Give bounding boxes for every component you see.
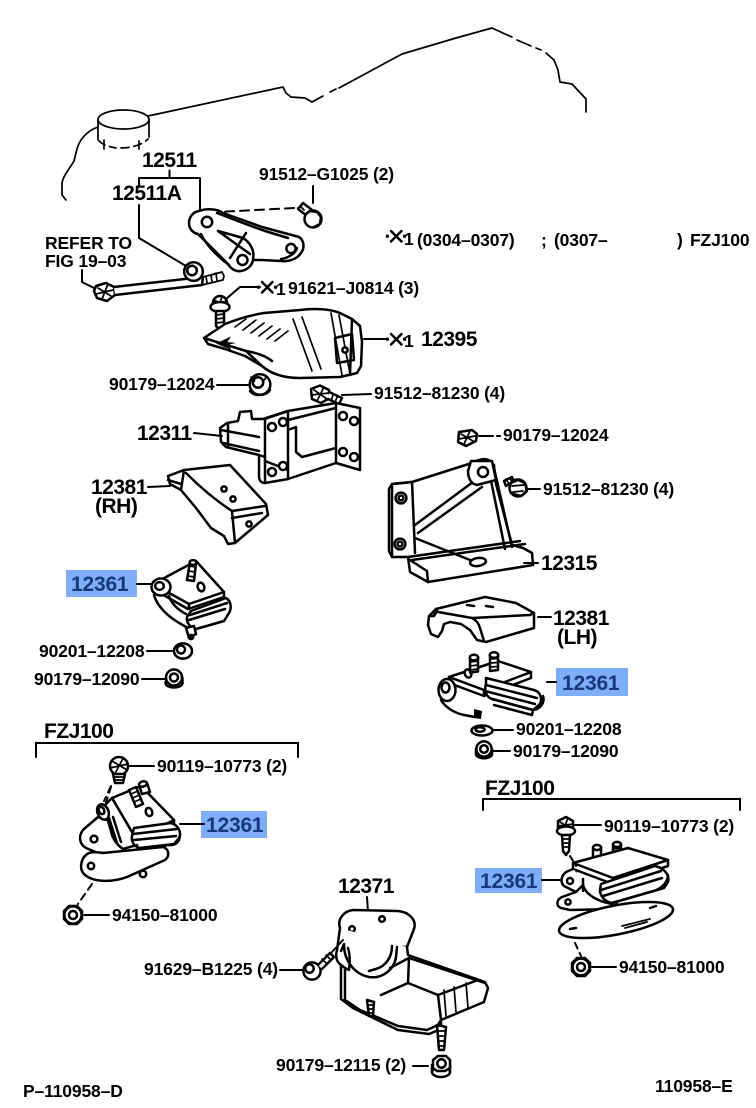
svg-text:91512–81230 (4): 91512–81230 (4) <box>374 383 505 403</box>
svg-text:12381: 12381 <box>91 476 148 499</box>
svg-text:1: 1 <box>404 331 414 351</box>
svg-text:12511A: 12511A <box>112 182 182 205</box>
svg-text:(LH): (LH) <box>557 626 597 649</box>
svg-text:90179–12115 (2): 90179–12115 (2) <box>276 1055 406 1075</box>
svg-text:90179–12024: 90179–12024 <box>503 425 609 445</box>
svg-text:FZJ100: FZJ100 <box>690 230 750 250</box>
svg-text:94150–81000: 94150–81000 <box>112 905 218 925</box>
svg-text:FZJ100: FZJ100 <box>44 720 113 743</box>
svg-text:(RH): (RH) <box>95 495 137 518</box>
svg-text:110958–E: 110958–E <box>655 1076 733 1096</box>
svg-text:90119–10773 (2): 90119–10773 (2) <box>604 816 734 836</box>
svg-text:12361: 12361 <box>206 814 264 837</box>
svg-text:FIG 19–03: FIG 19–03 <box>45 251 127 271</box>
svg-text:12371: 12371 <box>338 875 395 898</box>
svg-text:12361: 12361 <box>71 573 129 596</box>
svg-text:12311: 12311 <box>137 422 193 445</box>
svg-text:90201–12208: 90201–12208 <box>516 719 622 739</box>
svg-text:91621–J0814 (3): 91621–J0814 (3) <box>288 278 419 298</box>
svg-text:;: ; <box>541 230 547 250</box>
svg-text:12395: 12395 <box>421 328 478 351</box>
svg-text:91512–81230 (4): 91512–81230 (4) <box>543 479 674 499</box>
svg-text:P–110958–D: P–110958–D <box>23 1081 123 1101</box>
svg-text:90179–12024: 90179–12024 <box>109 374 215 394</box>
svg-text:90179–12090: 90179–12090 <box>513 741 619 761</box>
svg-text:12511: 12511 <box>142 149 198 172</box>
svg-text:12381: 12381 <box>553 607 610 630</box>
svg-text:12361: 12361 <box>562 672 620 695</box>
svg-text:90119–10773 (2): 90119–10773 (2) <box>157 756 287 776</box>
svg-text:FZJ100: FZJ100 <box>485 777 554 800</box>
svg-text:91629–B1225 (4): 91629–B1225 (4) <box>144 959 278 979</box>
svg-text:12315: 12315 <box>541 552 598 575</box>
svg-text:90179–12090: 90179–12090 <box>34 669 140 689</box>
svg-text:91512–G1025 (2): 91512–G1025 (2) <box>259 164 394 184</box>
svg-text:12361: 12361 <box>480 870 538 893</box>
svg-text:1: 1 <box>404 229 414 249</box>
svg-text:90201–12208: 90201–12208 <box>39 641 145 661</box>
svg-text:94150–81000: 94150–81000 <box>619 957 725 977</box>
svg-text:1: 1 <box>276 279 286 299</box>
svg-text:REFER TO: REFER TO <box>45 233 132 253</box>
svg-text:(0307–: (0307– <box>554 230 608 250</box>
svg-text:): ) <box>677 230 683 250</box>
svg-text:(0304–0307): (0304–0307) <box>417 230 515 250</box>
